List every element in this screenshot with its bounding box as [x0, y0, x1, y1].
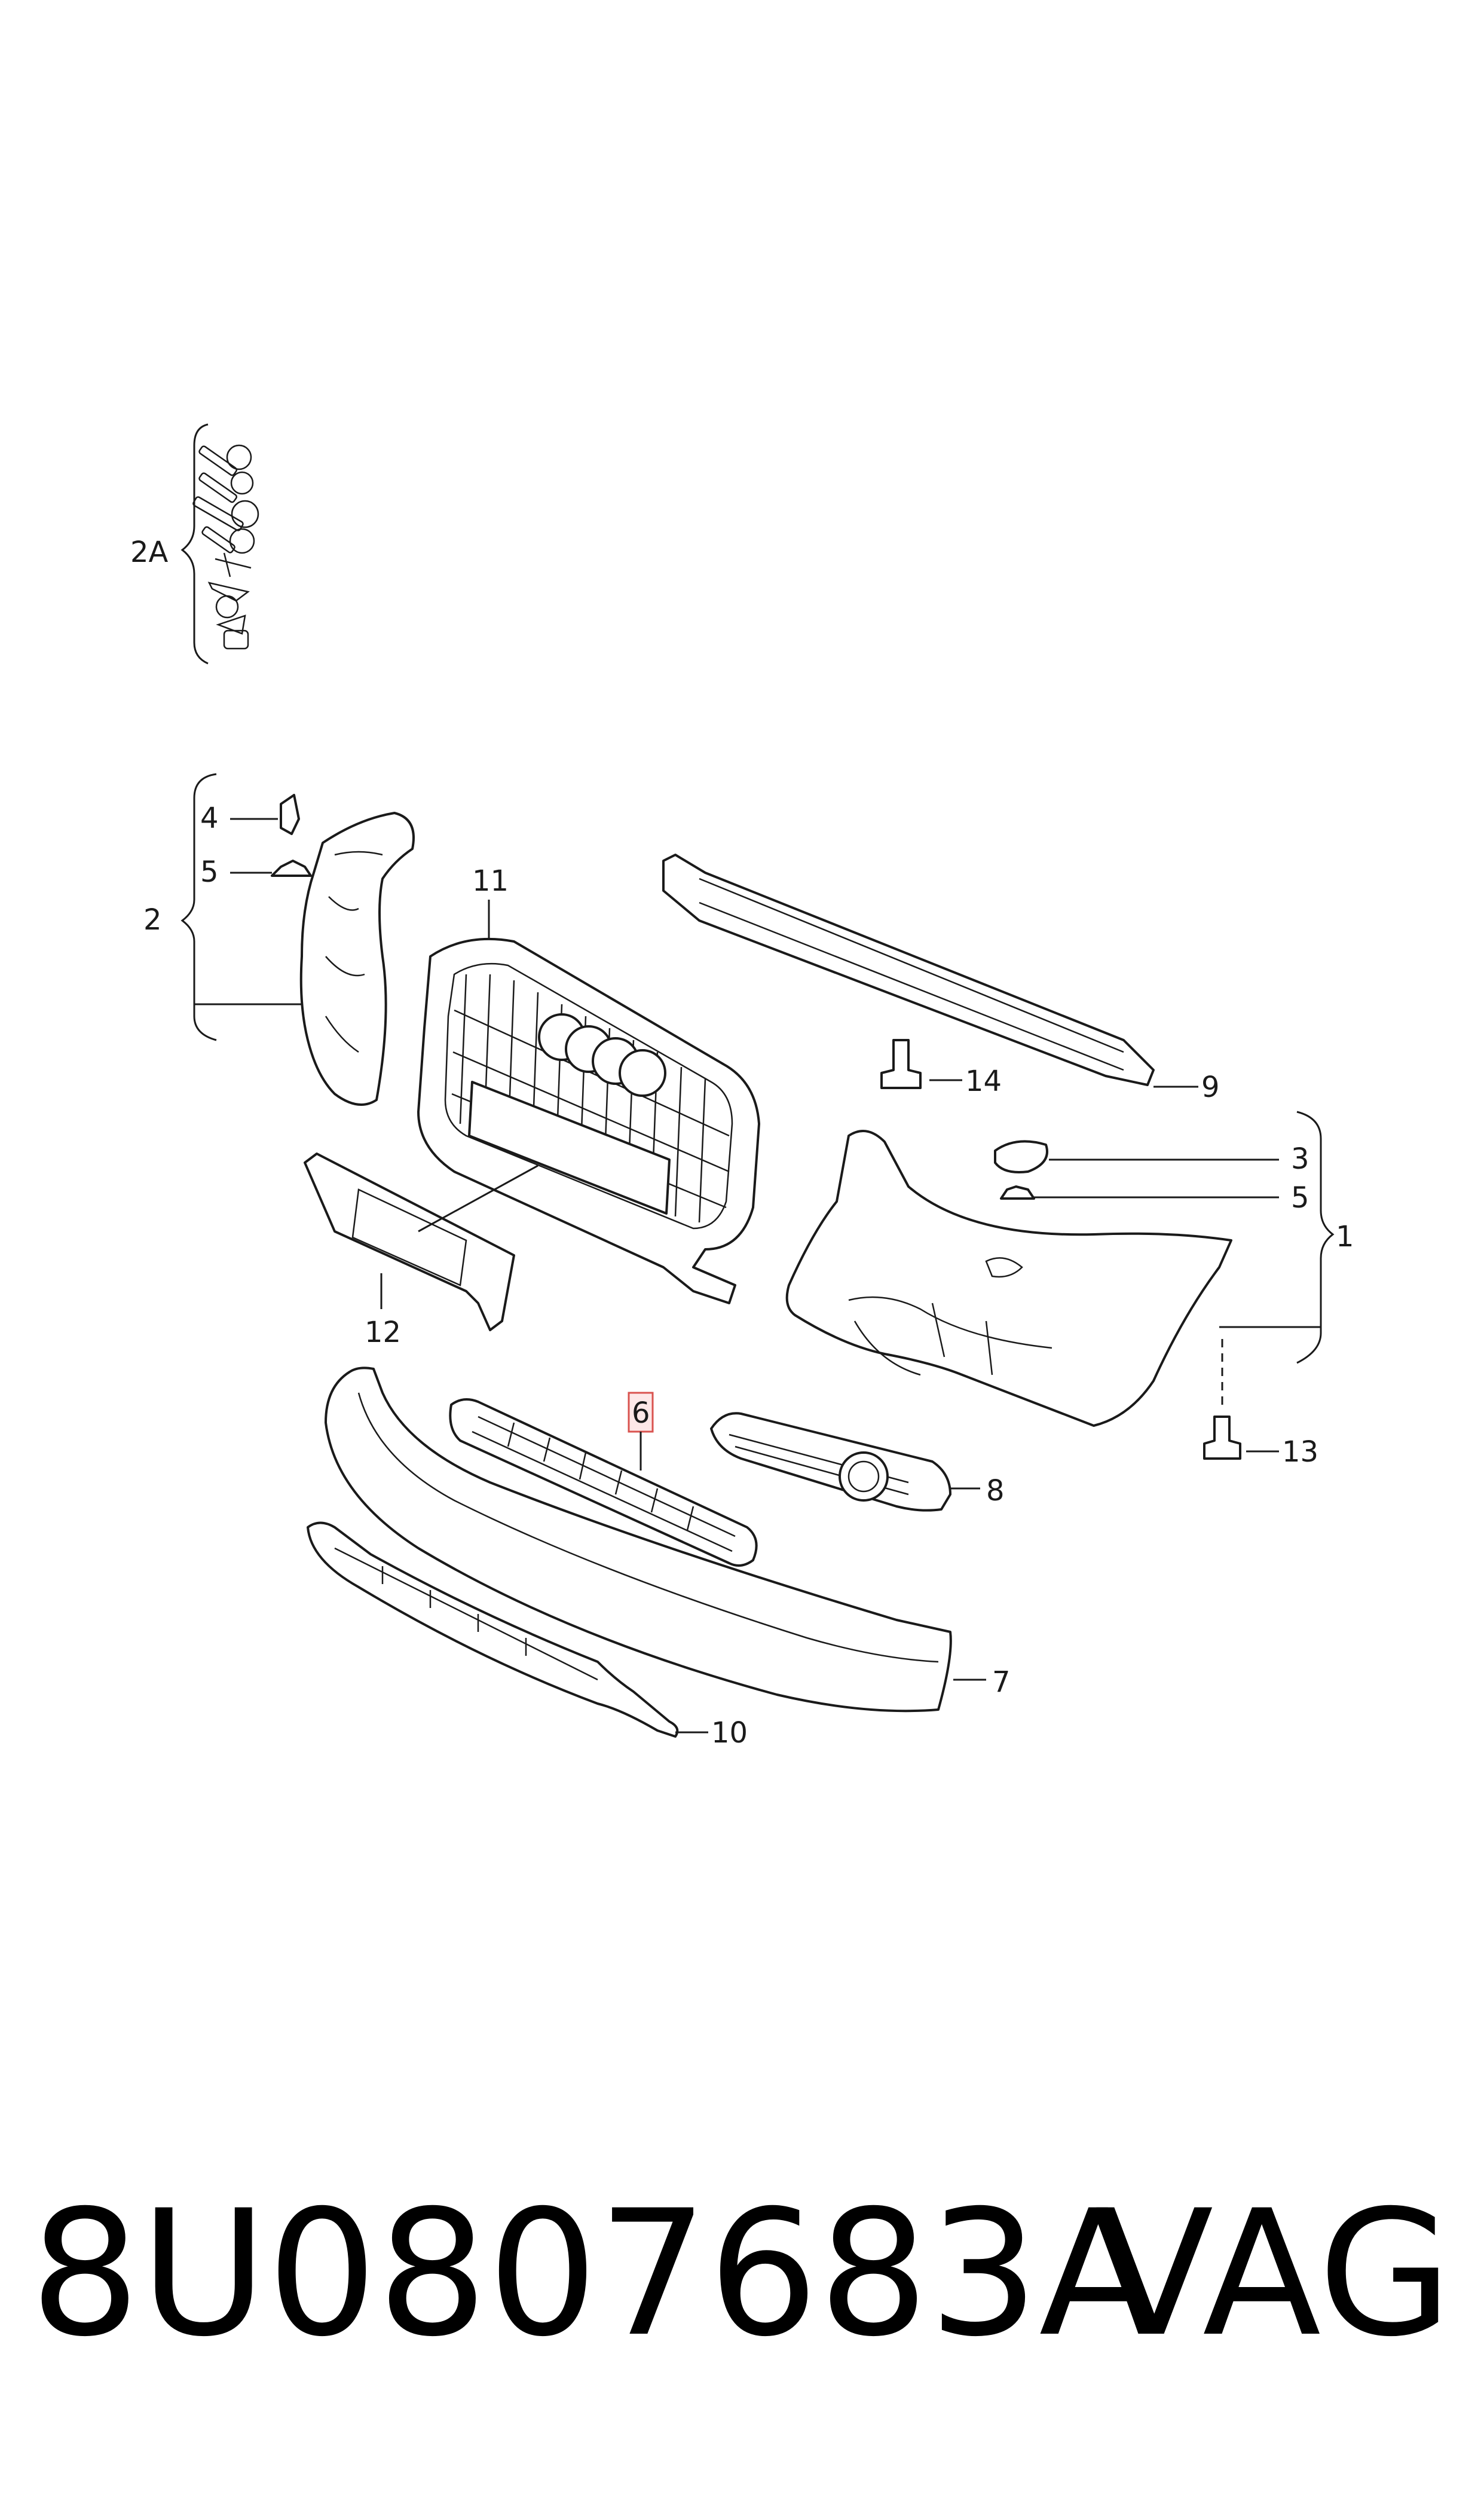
callout-1: 1 — [1336, 1220, 1354, 1254]
callout-6: 6 — [632, 1396, 650, 1430]
air-guide-part-9 — [662, 854, 1155, 1086]
lower-grille-part-6 — [449, 1398, 758, 1567]
clip-part-4 — [280, 794, 300, 835]
nut-part-5-right — [1000, 1185, 1035, 1200]
callout-8: 8 — [986, 1474, 1005, 1508]
trim-strip-part-10 — [307, 1521, 679, 1738]
callout-11: 11 — [472, 864, 509, 898]
bolt-part-13 — [1203, 1416, 1241, 1460]
callout-5-left: 5 — [200, 855, 219, 889]
brace-1 — [1296, 1111, 1335, 1364]
callout-4: 4 — [200, 802, 219, 835]
nut-part-5-left — [271, 860, 312, 877]
callout-9: 9 — [1201, 1071, 1220, 1104]
callout-14: 14 — [965, 1065, 1002, 1098]
grille-part-11 — [417, 937, 760, 1304]
callout-5-right: 5 — [1291, 1181, 1309, 1215]
brand-label: VAG — [1095, 2173, 1452, 2375]
callout-7: 7 — [992, 1665, 1011, 1699]
callout-2: 2 — [143, 903, 162, 937]
lower-spoiler-part-7 — [325, 1366, 952, 1713]
callout-13: 13 — [1282, 1435, 1318, 1469]
fastener-kit-2A — [180, 423, 259, 665]
callout-3: 3 — [1291, 1142, 1309, 1176]
bolt-part-14 — [880, 1039, 922, 1089]
cover-part-3 — [994, 1140, 1048, 1173]
callout-2A: 2A — [130, 536, 169, 569]
callout-12: 12 — [365, 1316, 401, 1349]
footer: 8U0807683A VAG — [30, 2176, 1452, 2373]
bumper-cover-part-1 — [785, 1130, 1232, 1427]
callout-10: 10 — [711, 1716, 748, 1750]
brace-2 — [180, 773, 217, 1041]
bracket-part-2 — [299, 812, 415, 1106]
part-number: 8U0807683A — [30, 2173, 1158, 2375]
